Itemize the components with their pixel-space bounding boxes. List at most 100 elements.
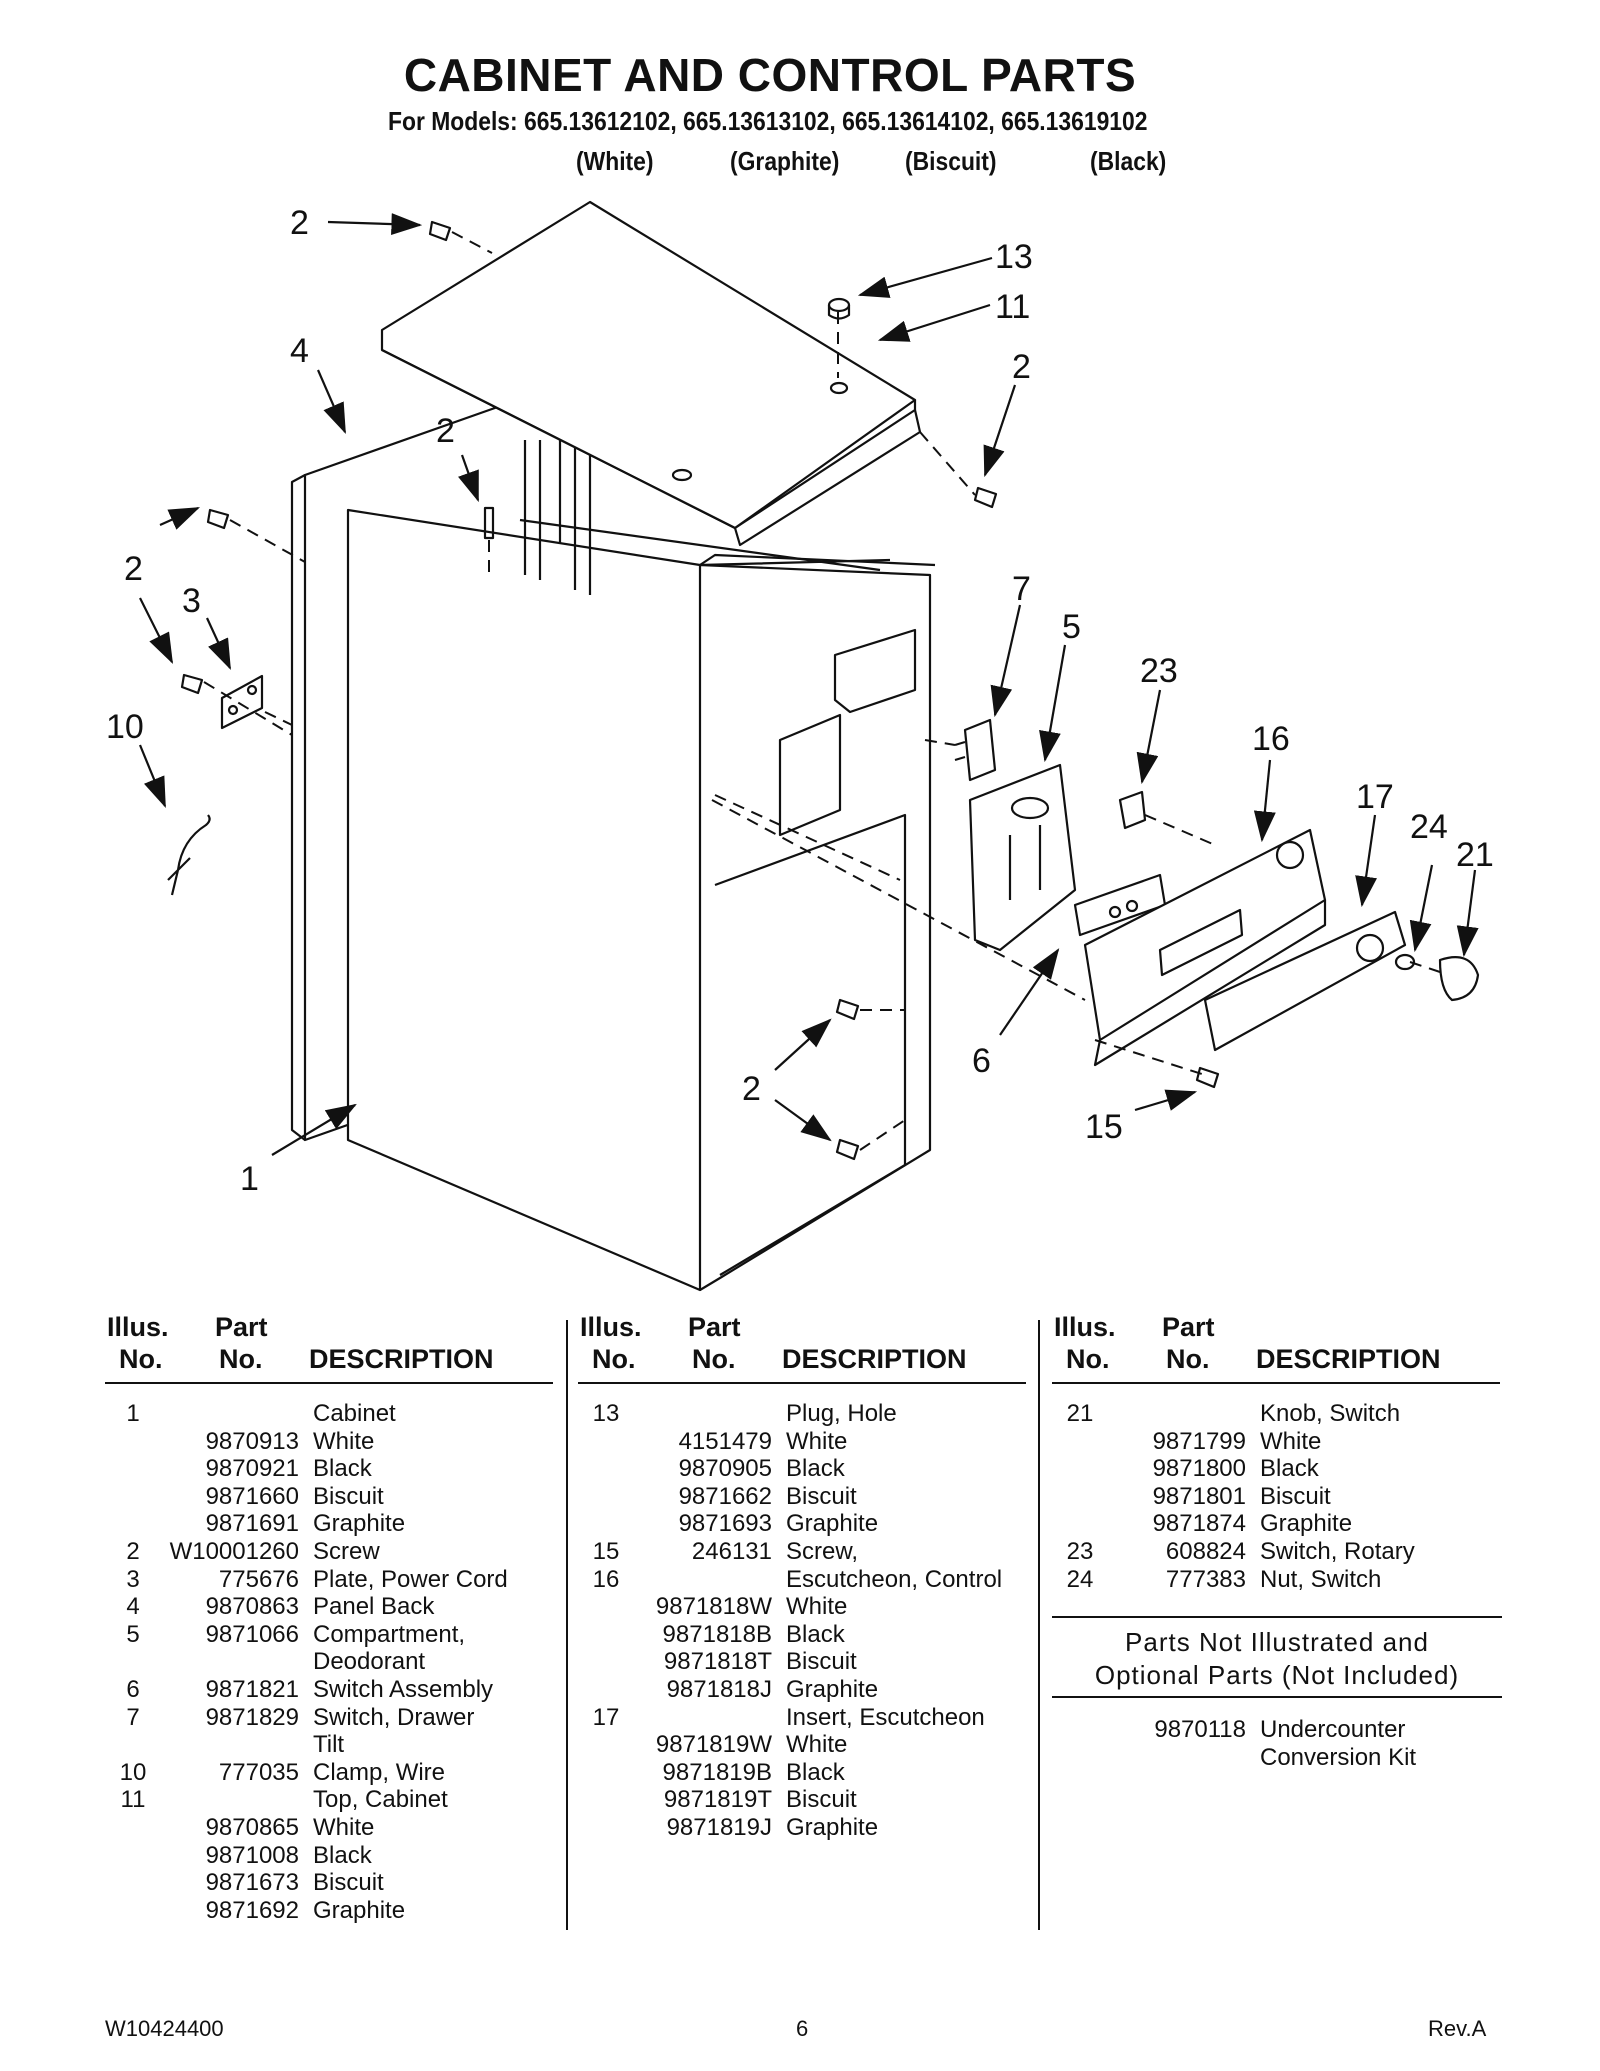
part-description: Screw, bbox=[786, 1537, 859, 1565]
table-header: Illus. No. Part No. DESCRIPTION bbox=[105, 1310, 553, 1384]
part-description: Tilt bbox=[313, 1731, 345, 1759]
callout-7: 7 bbox=[1012, 570, 1031, 608]
part-description: Deodorant bbox=[313, 1648, 426, 1676]
header-part-1: Part bbox=[688, 1312, 741, 1342]
column-divider bbox=[566, 1320, 568, 1930]
header-part-2: No. bbox=[1166, 1344, 1210, 1374]
header-description: DESCRIPTION bbox=[782, 1344, 967, 1374]
part-number: 9871829 bbox=[205, 1703, 299, 1731]
part-description: Undercounter bbox=[1260, 1716, 1406, 1743]
not-illustrated-title-line2: Optional Parts (Not Included) bbox=[1094, 1660, 1460, 1690]
callout-4: 4 bbox=[290, 332, 309, 370]
callout-2-left: 2 bbox=[124, 550, 143, 588]
part-description: Graphite bbox=[786, 1813, 879, 1841]
illus-number: 5 bbox=[126, 1620, 140, 1648]
part-number: 608824 bbox=[1165, 1537, 1246, 1565]
part-description: Biscuit bbox=[313, 1869, 384, 1897]
part-number: 9871662 bbox=[678, 1482, 772, 1510]
header-illus-2: No. bbox=[119, 1344, 163, 1374]
table-row: 9870921 Black bbox=[105, 1455, 553, 1483]
part-description: Plug, Hole bbox=[786, 1400, 897, 1427]
not-illustrated-rule-top bbox=[1052, 1616, 1502, 1618]
callout-15: 15 bbox=[1085, 1108, 1123, 1146]
part-number: 9871818B bbox=[662, 1620, 772, 1648]
part-number: 9870905 bbox=[678, 1455, 772, 1483]
variant-biscuit: (Biscuit) bbox=[905, 146, 997, 176]
illus-number: 23 bbox=[1066, 1537, 1094, 1565]
variant-black: (Black) bbox=[1090, 146, 1167, 176]
part-number: 9871800 bbox=[1152, 1455, 1246, 1483]
part-number: 9871819B bbox=[662, 1758, 772, 1786]
part-number: 9871821 bbox=[205, 1675, 299, 1703]
table-row: Deodorant bbox=[105, 1648, 553, 1676]
column-divider bbox=[1038, 1320, 1040, 1930]
table-row: 9871818B Black bbox=[578, 1621, 1026, 1649]
callout-5: 5 bbox=[1062, 608, 1081, 646]
part-description: White bbox=[786, 1427, 848, 1455]
part-number: 9870913 bbox=[205, 1427, 299, 1455]
header-part-2: No. bbox=[219, 1344, 263, 1374]
part-description: Top, Cabinet bbox=[313, 1786, 448, 1814]
callout-17: 17 bbox=[1356, 778, 1394, 816]
part-description: White bbox=[313, 1813, 375, 1841]
part-number: 9871819T bbox=[663, 1786, 772, 1814]
callout-2-right: 2 bbox=[1012, 348, 1031, 386]
part-description: Graphite bbox=[1260, 1510, 1353, 1538]
part-description: White bbox=[313, 1427, 375, 1455]
screw-shapes bbox=[180, 220, 1220, 1161]
part-description: Knob, Switch bbox=[1260, 1400, 1401, 1427]
table-header: Illus. No. Part No. DESCRIPTION bbox=[1052, 1310, 1500, 1384]
illus-number: 15 bbox=[592, 1537, 620, 1565]
part-number: 9871819J bbox=[666, 1813, 772, 1841]
callout-10: 10 bbox=[106, 708, 144, 746]
part-number: 9871673 bbox=[205, 1869, 299, 1897]
table-row: 9871819J Graphite bbox=[578, 1814, 1026, 1842]
part-number: 9871819W bbox=[655, 1731, 772, 1759]
part-description: Conversion Kit bbox=[1260, 1743, 1417, 1771]
part-number: 9871818W bbox=[655, 1593, 772, 1621]
illus-number: 11 bbox=[120, 1786, 146, 1814]
part-number: 246131 bbox=[691, 1537, 772, 1565]
callout-13: 13 bbox=[995, 238, 1033, 276]
part-description: Plate, Power Cord bbox=[313, 1565, 508, 1593]
part-description: Biscuit bbox=[313, 1482, 384, 1510]
illus-number: 7 bbox=[126, 1703, 140, 1731]
part-description: Black bbox=[313, 1841, 372, 1869]
header-description: DESCRIPTION bbox=[1256, 1344, 1441, 1374]
illus-number: 10 bbox=[119, 1758, 147, 1786]
header-illus-2: No. bbox=[592, 1344, 636, 1374]
part-number: 9870118 bbox=[1154, 1716, 1246, 1743]
header-illus-1: Illus. bbox=[580, 1312, 642, 1342]
part-number: 9870921 bbox=[205, 1455, 299, 1483]
callout-2-center: 2 bbox=[436, 412, 455, 450]
part-description: Black bbox=[313, 1455, 372, 1483]
part-description: Black bbox=[786, 1620, 845, 1648]
part-description: Nut, Switch bbox=[1260, 1565, 1382, 1593]
part-description: Biscuit bbox=[786, 1648, 857, 1676]
part-number: 4151479 bbox=[678, 1427, 772, 1455]
table-header: Illus. No. Part No. DESCRIPTION bbox=[578, 1310, 1026, 1384]
callout-6: 6 bbox=[972, 1042, 991, 1080]
cabinet-front-shape bbox=[346, 508, 702, 1292]
part-number: 9871692 bbox=[205, 1896, 299, 1924]
